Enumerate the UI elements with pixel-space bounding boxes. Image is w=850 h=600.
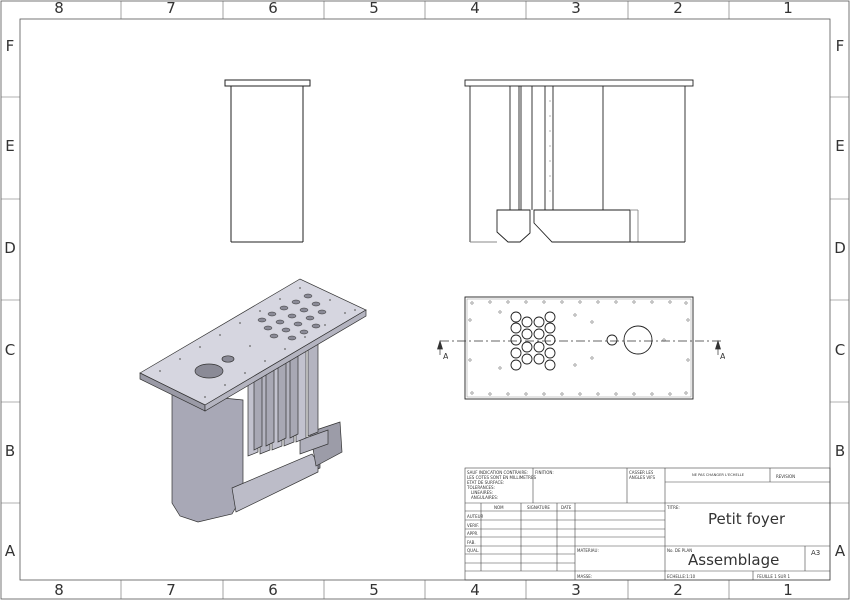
zone-row-label: A (834, 542, 846, 560)
drawing-title: Petit foyer (708, 510, 786, 528)
zone-row-label: F (5, 37, 15, 55)
zone-col-label: 4 (470, 581, 480, 599)
title-block-grid (464, 467, 831, 581)
zone-col-label: 5 (369, 0, 379, 17)
zone-row-label: E (5, 137, 15, 155)
zone-col-label: 3 (571, 581, 581, 599)
approval-row-label: APPR. (467, 531, 479, 536)
section-line (437, 339, 722, 355)
drawing-number-label: No. DE PLAN (667, 548, 693, 553)
scale-label: ECHELLE:1:10 (667, 574, 696, 579)
zone-row-label: B (4, 442, 16, 460)
zone-row-label: C (4, 341, 16, 359)
zone-col-label: 8 (54, 0, 64, 17)
sheet-count: FEUILLE 1 SUR 1 (757, 574, 791, 579)
top-view (464, 296, 694, 400)
side-view (464, 79, 694, 243)
zone-row-label: F (835, 37, 845, 55)
revision-label: REVISION (776, 474, 796, 479)
top-view-bolt-holes (468, 300, 690, 396)
tolerance-note-line: ETAT DE SURFACE: (467, 480, 505, 485)
title-label: TITRE: (667, 505, 680, 510)
tolerance-note-line: SAUF INDICATION CONTRAIRE: (467, 470, 529, 475)
tolerance-note-line: LES COTES SONT EN MILLIMETRES (467, 475, 537, 480)
mass-label: MASSE: (577, 574, 593, 579)
zone-col-label: 7 (166, 0, 176, 17)
tolerance-note-line: TOLERANCES: (467, 485, 495, 490)
zone-row-label: A (4, 542, 16, 560)
approval-row-label: FAB. (467, 540, 476, 545)
zone-row-label: C (834, 341, 846, 359)
break-edges-line: CASSER LES (629, 470, 654, 475)
approval-row-label: AUTEUR (467, 514, 484, 519)
zone-row-label: D (834, 239, 846, 257)
zone-col-label: 7 (166, 581, 176, 599)
zone-col-label: 2 (673, 581, 683, 599)
top-view-tube-holes (510, 311, 653, 371)
break-edges-line: ANGLES VIFS (629, 475, 656, 480)
section-label-right: A (720, 352, 726, 361)
material-label: MATERIAU: (577, 548, 599, 553)
zone-row-label: D (4, 239, 16, 257)
column-header-name: NOM (494, 505, 504, 510)
tolerance-note-line: ANGULAIRES: (471, 495, 499, 500)
zone-row-label: E (835, 137, 845, 155)
sheet-size: A3 (811, 549, 821, 557)
front-view (224, 79, 311, 243)
zone-col-label: 4 (470, 0, 480, 17)
zone-col-label: 6 (268, 0, 278, 17)
approval-row-label: VERIF. (467, 523, 480, 528)
drawing-number: Assemblage (688, 551, 780, 569)
zone-col-label: 1 (783, 581, 793, 599)
section-label-left: A (443, 352, 449, 361)
zone-row-label: B (834, 442, 846, 460)
zone-col-label: 1 (783, 0, 793, 17)
isometric-plate-holes (257, 293, 327, 341)
zone-col-label: 6 (268, 581, 278, 599)
zone-col-label: 5 (369, 581, 379, 599)
finish-label: FINITION: (535, 470, 554, 475)
tolerance-note-line: LINEAIRES: (471, 490, 494, 495)
zone-col-label: 3 (571, 0, 581, 17)
zone-col-label: 2 (673, 0, 683, 17)
approval-row-label: QUAL. (467, 548, 480, 553)
zone-col-label: 8 (54, 581, 64, 599)
isometric-view (139, 278, 367, 523)
no-scale-note: NE PAS CHANGER L'ECHELLE (692, 473, 744, 477)
column-header-signature: SIGNATURE (527, 505, 550, 510)
column-header-date: DATE (561, 505, 572, 510)
isometric-bolt-holes (159, 287, 356, 398)
